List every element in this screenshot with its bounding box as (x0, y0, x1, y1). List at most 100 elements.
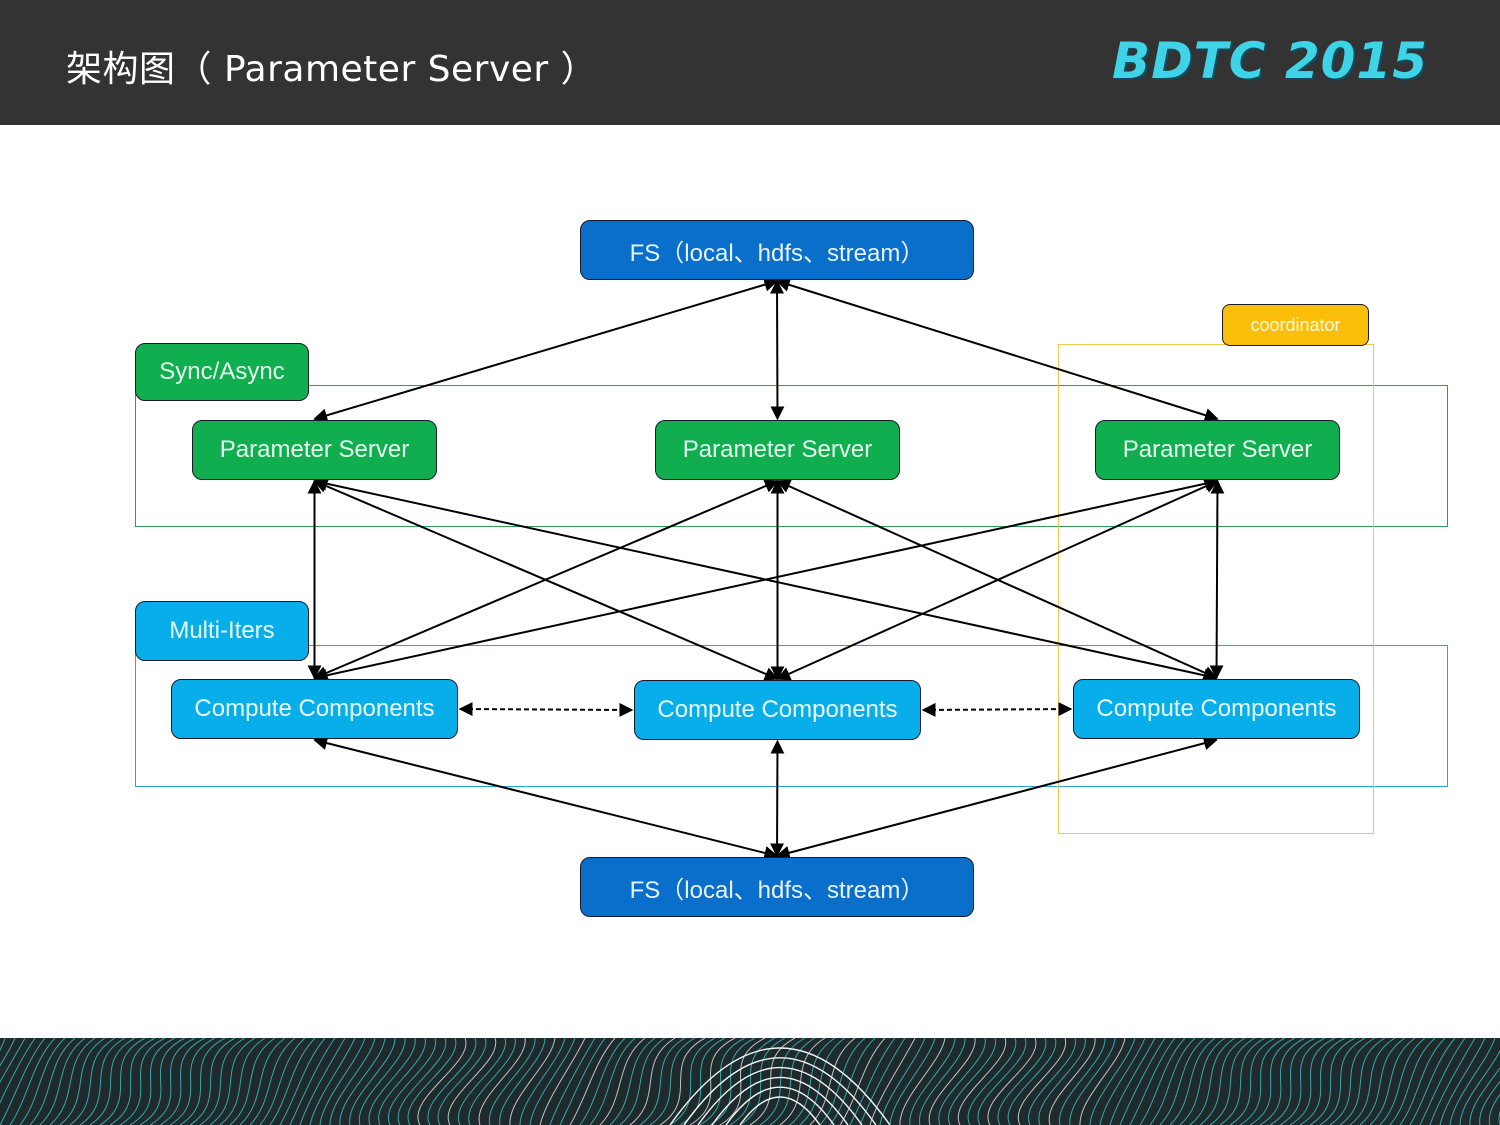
wave-line (519, 1038, 566, 1125)
wave-line (1439, 1038, 1486, 1125)
multi-iters-label: Multi-Iters (135, 601, 309, 661)
edge-fs_top-ps_mid (770, 279, 785, 421)
wave-line (89, 1038, 136, 1125)
wave-line (457, 1038, 506, 1125)
wave-line (1027, 1038, 1076, 1125)
wave-line (199, 1038, 246, 1125)
wave-line (699, 1038, 746, 1125)
wave-line (169, 1038, 216, 1125)
wave-line (1069, 1038, 1116, 1125)
wave-line (879, 1038, 926, 1125)
compute-components-middle[interactable]: Compute Components (634, 680, 921, 740)
wave-line (1239, 1038, 1286, 1125)
wave-line (869, 1038, 916, 1125)
edge-cc_left-fs_bottom (313, 736, 779, 860)
wave-line (417, 1038, 467, 1125)
wave-line (139, 1038, 186, 1125)
multi-iters-text: Multi-Iters (169, 617, 275, 644)
fs-top-label: FS（local、hdfs、stream） (629, 239, 925, 267)
wave-line (387, 1038, 437, 1125)
wave-line (499, 1038, 546, 1125)
wave-line (1449, 1038, 1496, 1125)
wave-line (947, 1038, 996, 1125)
wave-line (749, 1038, 796, 1125)
page-title: 架构图（ Parameter Server ） (66, 49, 598, 90)
wave-line (689, 1038, 736, 1125)
wave-line (1149, 1038, 1196, 1125)
wave-arc (739, 1096, 821, 1125)
wave-line (1498, 1110, 1500, 1125)
wave-line (928, 1038, 976, 1125)
coordinator-label: coordinator (1222, 304, 1369, 346)
wave-line (358, 1038, 406, 1125)
wave-line (529, 1038, 576, 1125)
parameter-server-left-label: Parameter Server (219, 436, 410, 463)
wave-line (19, 1038, 66, 1125)
wave-line (1399, 1038, 1446, 1125)
wave-arc (669, 1047, 891, 1125)
wave-line (427, 1038, 477, 1125)
wave-line (1007, 1038, 1057, 1125)
wave-line (249, 1038, 296, 1125)
wave-line (478, 1038, 526, 1125)
wave-line (569, 1038, 616, 1125)
wave-line (649, 1038, 696, 1125)
wave-line (987, 1038, 1037, 1125)
parameter-server-right[interactable]: Parameter Server (1095, 420, 1340, 480)
fs-bottom-node[interactable]: FS（local、hdfs、stream） (580, 857, 974, 917)
parameter-server-left[interactable]: Parameter Server (192, 420, 437, 480)
edge-cc_mid-fs_bottom (770, 739, 785, 858)
wave-line (1169, 1038, 1216, 1125)
wave-line (829, 1038, 876, 1125)
wave-line (209, 1038, 256, 1125)
wave-line (609, 1038, 656, 1125)
wave-line (919, 1038, 966, 1125)
fs-bottom-label: FS（local、hdfs、stream） (629, 876, 925, 904)
wave-line (1079, 1038, 1126, 1125)
wave-line (859, 1038, 906, 1125)
parameter-server-middle[interactable]: Parameter Server (655, 420, 900, 480)
wave-line (259, 1038, 306, 1125)
compute-components-right-label: Compute Components (1096, 695, 1337, 722)
wave-line (1129, 1038, 1176, 1125)
wave-line (319, 1038, 366, 1125)
wave-line (1179, 1038, 1226, 1125)
wave-line (1299, 1038, 1346, 1125)
wave-line (269, 1038, 316, 1125)
wave-line (309, 1038, 356, 1125)
wave-line (339, 1038, 386, 1125)
wave-pattern-graphic (0, 1038, 1500, 1125)
wave-line (938, 1038, 986, 1125)
wave-line (977, 1038, 1027, 1125)
wave-line (1339, 1038, 1386, 1125)
compute-components-middle-label: Compute Components (657, 696, 898, 723)
wave-line (1479, 1080, 1500, 1125)
wave-line (189, 1038, 236, 1125)
wave-line (0, 1038, 16, 1067)
wave-line (329, 1038, 376, 1125)
wave-line (1089, 1038, 1136, 1125)
wave-line (539, 1038, 586, 1125)
wave-line (159, 1038, 206, 1125)
wave-line (709, 1038, 756, 1125)
wave-line (29, 1038, 76, 1125)
compute-components-right[interactable]: Compute Components (1073, 679, 1360, 739)
wave-line (1119, 1038, 1166, 1125)
wave-line (1189, 1038, 1236, 1125)
wave-line (1249, 1038, 1296, 1125)
wave-line (1159, 1038, 1206, 1125)
fs-top-node[interactable]: FS（local、hdfs、stream） (580, 220, 974, 280)
wave-line (397, 1038, 447, 1125)
wave-line (1048, 1038, 1096, 1125)
bdtc-logo: BDTC 2015 (1112, 32, 1428, 90)
wave-line (129, 1038, 176, 1125)
compute-components-left[interactable]: Compute Components (171, 679, 458, 739)
wave-line (1289, 1038, 1336, 1125)
wave-line (1409, 1038, 1456, 1125)
wave-line (1359, 1038, 1406, 1125)
wave-line (967, 1038, 1017, 1125)
wave-line (1209, 1038, 1256, 1125)
coordinator-text: coordinator (1250, 314, 1341, 335)
edge-fs_top-ps_right (775, 278, 1219, 422)
wave-line (549, 1038, 596, 1125)
